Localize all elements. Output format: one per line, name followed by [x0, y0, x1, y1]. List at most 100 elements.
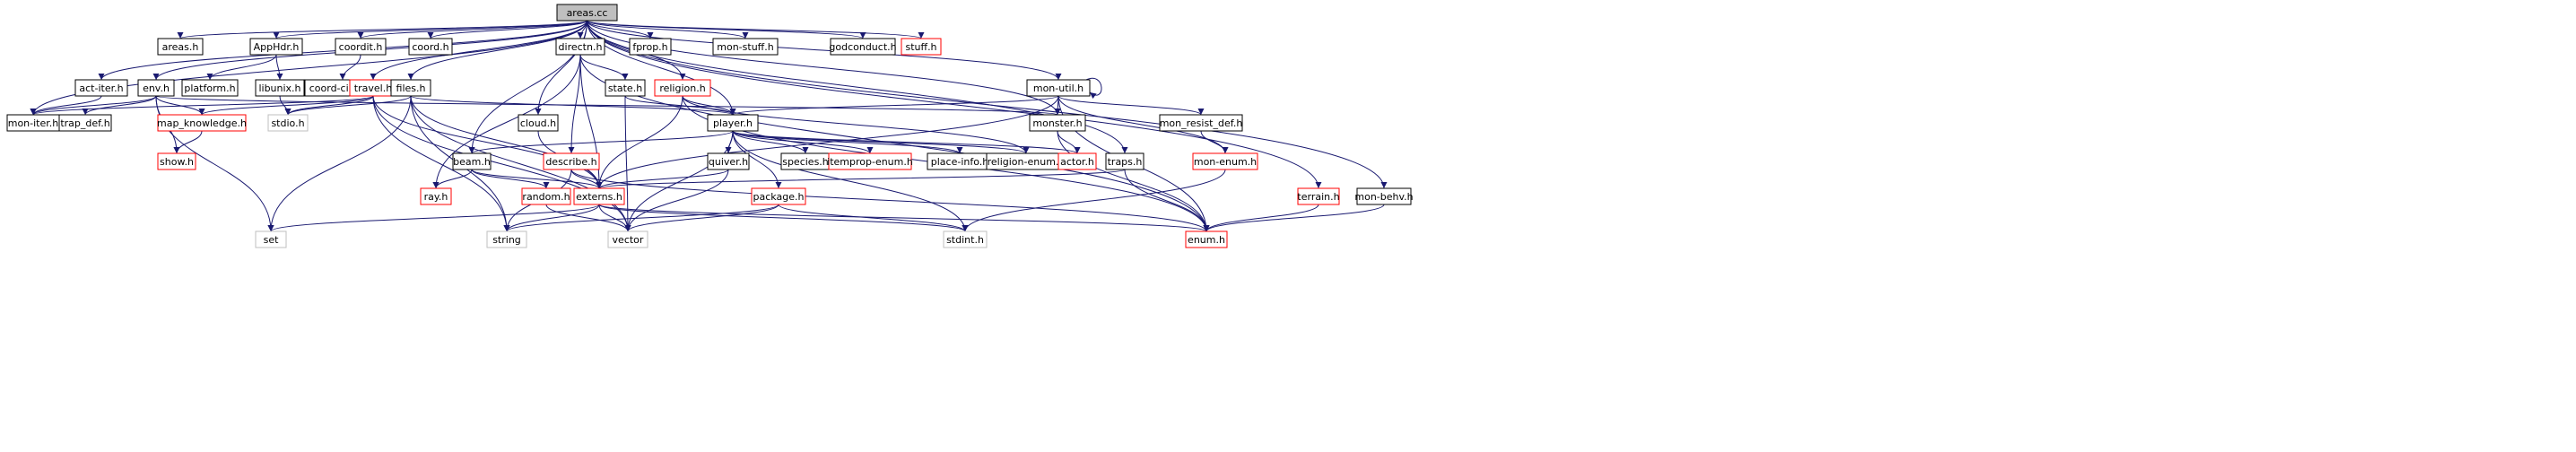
node-ray-h[interactable]: ray.h — [420, 187, 452, 205]
node-box[interactable] — [249, 38, 303, 56]
node-box[interactable] — [943, 230, 988, 248]
node-files-h[interactable]: files.h — [390, 79, 431, 97]
node-box[interactable] — [1026, 79, 1091, 97]
node-vector-h[interactable]: vector — [607, 230, 648, 248]
edge-beam_h-to-externs_h — [471, 169, 603, 189]
node-box[interactable] — [255, 230, 287, 248]
node-monster-h[interactable]: monster.h — [1029, 114, 1086, 132]
node-actor-h[interactable]: actor.h — [1057, 152, 1097, 170]
node-place-info-h[interactable]: place-info.h — [927, 152, 993, 170]
node-mon-stuff-h[interactable]: mon-stuff.h — [712, 38, 779, 56]
node-mon-resist-def-h[interactable]: mon_resist_def.h — [1159, 114, 1243, 132]
node-areas-h[interactable]: areas.h — [157, 38, 204, 56]
node-terrain-h[interactable]: terrain.h — [1297, 187, 1340, 205]
node-box[interactable] — [607, 230, 648, 248]
node-box[interactable] — [267, 114, 309, 132]
node-cloud-h[interactable]: cloud.h — [518, 114, 559, 132]
node-stdint-h[interactable]: stdint.h — [943, 230, 988, 248]
node-box[interactable] — [157, 114, 247, 132]
node-box[interactable] — [751, 187, 806, 205]
node-mon-behv-h[interactable]: mon-behv.h — [1354, 187, 1414, 205]
node-box[interactable] — [420, 187, 452, 205]
node-box[interactable] — [74, 79, 128, 97]
node-box[interactable] — [555, 38, 605, 56]
node-box[interactable] — [181, 79, 239, 97]
node-fprop-h[interactable]: fprop.h — [629, 38, 672, 56]
node-label: externs.h — [576, 191, 622, 203]
node-box[interactable] — [901, 38, 942, 56]
node-box[interactable] — [707, 152, 750, 170]
node-stuff-h[interactable]: stuff.h — [901, 38, 942, 56]
node-state-h[interactable]: state.h — [605, 79, 646, 97]
node-box[interactable] — [712, 38, 779, 56]
node-box[interactable] — [518, 114, 559, 132]
node-player-h[interactable]: player.h — [707, 114, 759, 132]
node-stdio-h[interactable]: stdio.h — [267, 114, 309, 132]
node-map-knowledge-h[interactable]: map_knowledge.h — [157, 114, 247, 132]
node-externs-h[interactable]: externs.h — [573, 187, 625, 205]
node-directn-h[interactable]: directn.h — [555, 38, 605, 56]
node-env-h[interactable]: env.h — [137, 79, 175, 97]
node-travel-h[interactable]: travel.h — [349, 79, 397, 97]
node-mon-iter-h[interactable]: mon-iter.h — [6, 114, 60, 132]
node-box[interactable] — [157, 38, 204, 56]
edge-beam_h-to-ray_h — [432, 169, 473, 189]
node-areas-cc[interactable]: areas.cc — [556, 4, 618, 22]
node-coord-h[interactable]: coord.h — [408, 38, 453, 56]
node-box[interactable] — [521, 187, 571, 205]
node-mon-enum-h[interactable]: mon-enum.h — [1192, 152, 1258, 170]
node-label: terrain.h — [1297, 191, 1339, 203]
node-package-h[interactable]: package.h — [751, 187, 806, 205]
node-box[interactable] — [1159, 114, 1243, 132]
node-string-h[interactable]: string — [486, 230, 527, 248]
node-set-h[interactable]: set — [255, 230, 287, 248]
node-quiver-h[interactable]: quiver.h — [707, 152, 750, 170]
node-box[interactable] — [629, 38, 672, 56]
node-box[interactable] — [1185, 230, 1228, 248]
node-traps-h[interactable]: traps.h — [1105, 152, 1144, 170]
node-box[interactable] — [1192, 152, 1258, 170]
node-apphdr-h[interactable]: AppHdr.h — [249, 38, 303, 56]
node-coordit-h[interactable]: coordit.h — [335, 38, 387, 56]
node-beam-h[interactable]: beam.h — [452, 152, 492, 170]
node-box[interactable] — [654, 79, 711, 97]
node-label: package.h — [753, 191, 805, 203]
node-box[interactable] — [452, 152, 492, 170]
node-box[interactable] — [1356, 187, 1412, 205]
node-enum-h[interactable]: enum.h — [1185, 230, 1228, 248]
node-religion-enum-h[interactable]: religion-enum.h — [986, 152, 1066, 170]
node-platform-h[interactable]: platform.h — [181, 79, 239, 97]
node-box[interactable] — [486, 230, 527, 248]
node-box[interactable] — [830, 38, 896, 56]
node-libunix-h[interactable]: libunix.h — [255, 79, 305, 97]
node-box[interactable] — [1057, 152, 1097, 170]
node-box[interactable] — [707, 114, 759, 132]
node-box[interactable] — [1297, 187, 1340, 205]
node-box[interactable] — [157, 152, 196, 170]
node-box[interactable] — [605, 79, 646, 97]
node-box[interactable] — [390, 79, 431, 97]
node-describe-h[interactable]: describe.h — [543, 152, 600, 170]
node-box[interactable] — [58, 114, 112, 132]
node-box[interactable] — [828, 152, 912, 170]
node-box[interactable] — [137, 79, 175, 97]
node-box[interactable] — [556, 4, 618, 22]
node-religion-h[interactable]: religion.h — [654, 79, 711, 97]
node-box[interactable] — [335, 38, 387, 56]
node-trap-def-h[interactable]: trap_def.h — [58, 114, 112, 132]
node-box[interactable] — [1029, 114, 1086, 132]
edge-externs_h-to-stdint_h — [598, 204, 969, 232]
node-mon-util-h[interactable]: mon-util.h — [1026, 79, 1091, 97]
node-box[interactable] — [1105, 152, 1144, 170]
node-godconduct-h[interactable]: godconduct.h — [829, 38, 897, 56]
node-box[interactable] — [255, 79, 305, 97]
node-act-iter-h[interactable]: act-iter.h — [74, 79, 128, 97]
node-box[interactable] — [408, 38, 453, 56]
node-random-h[interactable]: random.h — [521, 187, 571, 205]
node-box[interactable] — [543, 152, 600, 170]
node-species-h[interactable]: species.h — [780, 152, 831, 170]
node-box[interactable] — [573, 187, 625, 205]
node-itemprop-enum-h[interactable]: itemprop-enum.h — [827, 152, 913, 170]
node-show-h[interactable]: show.h — [157, 152, 196, 170]
edge-env_h-to-mon_iter_h — [30, 95, 157, 116]
